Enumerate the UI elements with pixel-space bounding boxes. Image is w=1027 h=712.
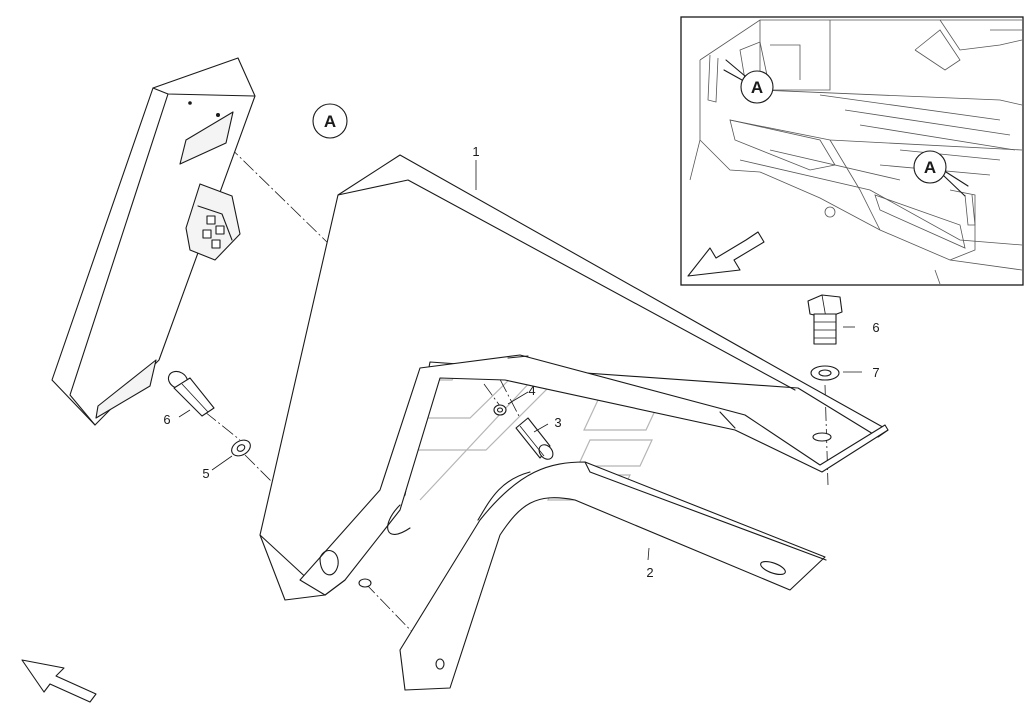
- part-number-label: 7: [872, 365, 879, 380]
- bolt-part-6-right: [807, 294, 843, 345]
- inset-detail-view: [680, 16, 1024, 286]
- inset-callout-label: A: [751, 78, 763, 97]
- view-marker-label: A: [324, 112, 336, 131]
- part-number-label: 3: [554, 415, 561, 430]
- part-number-label: 5: [202, 466, 209, 481]
- inset-callout-label: A: [924, 158, 936, 177]
- bracket-panel: [259, 154, 889, 601]
- bolt-part-3: [515, 417, 554, 460]
- control-module: [51, 57, 256, 426]
- strap-bracket: [399, 461, 827, 691]
- washer-part-7: [810, 365, 840, 381]
- arrow-icon: [687, 231, 765, 277]
- part-number-label: 1: [472, 144, 479, 159]
- part-number-label: 4: [528, 383, 535, 398]
- washer-part-5: [231, 439, 251, 457]
- part-number-label: 2: [646, 565, 653, 580]
- part-number-label: 6: [872, 320, 879, 335]
- leader-lines: [178, 160, 862, 561]
- view-marker-callout: [312, 103, 348, 139]
- bolt-part-6-left: [167, 370, 215, 417]
- arrow-icon: [21, 659, 97, 703]
- part-number-label: 6: [163, 412, 170, 427]
- washer-part-4: [493, 404, 507, 416]
